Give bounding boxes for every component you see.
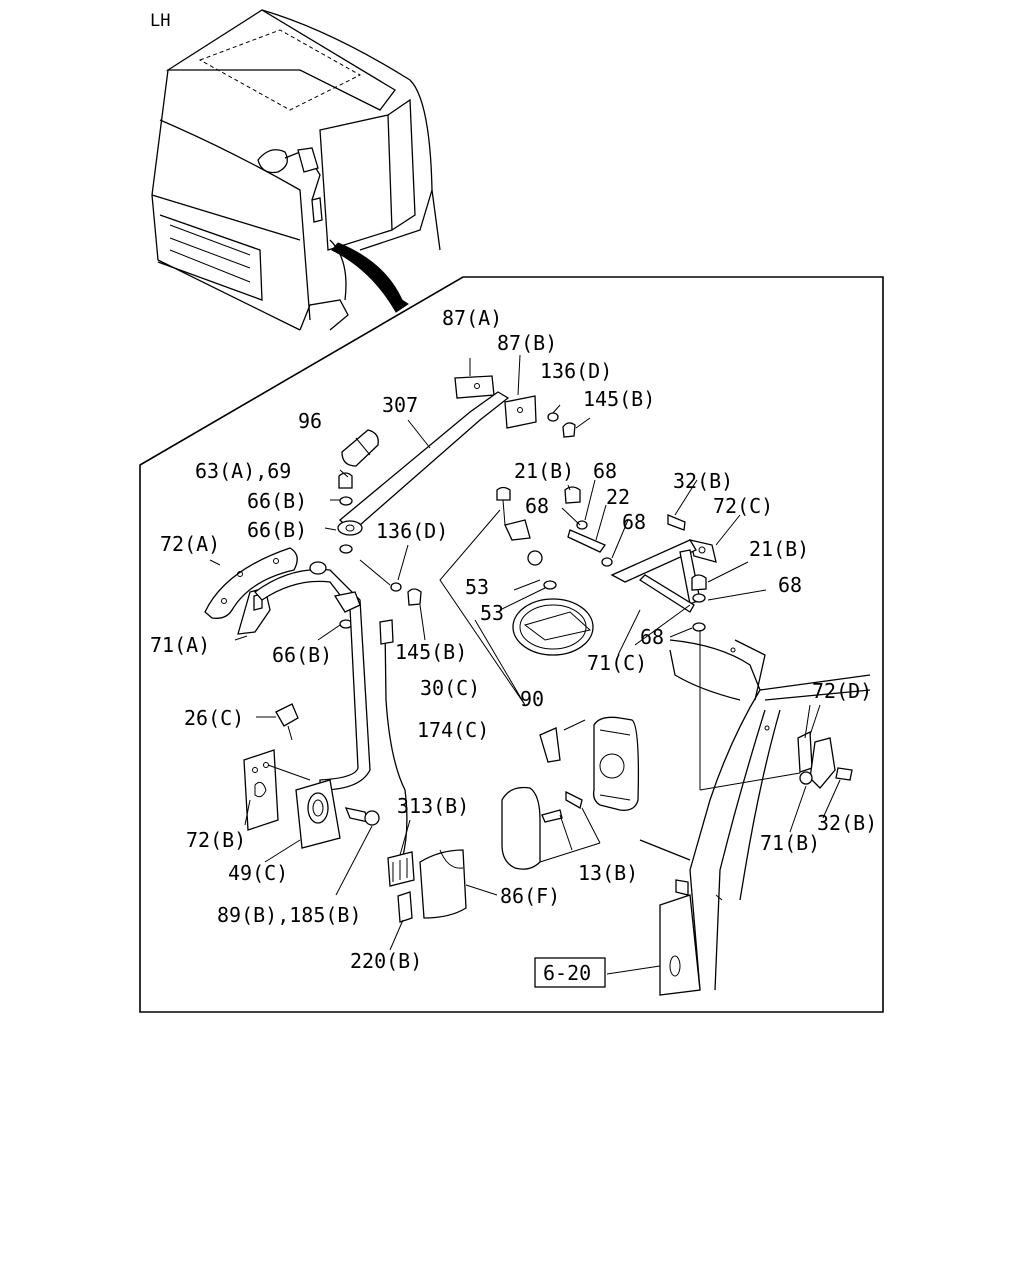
reference-label: 6-20 bbox=[543, 961, 591, 985]
label-13b: 13(B) bbox=[578, 861, 638, 885]
callout-labels: 87(A) 87(B) 136(D) 145(B) 307 96 63(A),6… bbox=[150, 306, 877, 988]
label-145b-top: 145(B) bbox=[583, 387, 655, 411]
label-71a: 71(A) bbox=[150, 633, 210, 657]
label-32b-bot: 32(B) bbox=[817, 811, 877, 835]
label-87b: 87(B) bbox=[497, 331, 557, 355]
label-66b-1: 66(B) bbox=[247, 489, 307, 513]
cab-side-stay-assembly bbox=[610, 514, 871, 996]
label-53-2: 53 bbox=[480, 601, 504, 625]
detail-frame bbox=[139, 276, 884, 1013]
label-68-1: 68 bbox=[593, 459, 617, 483]
label-72b: 72(B) bbox=[186, 828, 246, 852]
mirror-head-assembly bbox=[439, 486, 640, 870]
label-72d: 72(D) bbox=[812, 679, 872, 703]
mirror-stay-assembly bbox=[204, 354, 591, 923]
side-label: LH bbox=[150, 11, 170, 31]
label-21b-1: 21(B) bbox=[514, 459, 574, 483]
label-53-1: 53 bbox=[465, 575, 489, 599]
label-313b: 313(B) bbox=[397, 794, 469, 818]
label-68-3: 68 bbox=[622, 510, 646, 534]
label-136d-mid: 136(D) bbox=[376, 519, 448, 543]
label-96: 96 bbox=[298, 409, 322, 433]
truck-cab-illustration bbox=[151, 9, 441, 331]
reference-box bbox=[534, 957, 606, 988]
label-90: 90 bbox=[520, 687, 544, 711]
label-87a: 87(A) bbox=[442, 306, 502, 330]
label-63a-69: 63(A),69 bbox=[195, 459, 291, 483]
label-71b: 71(B) bbox=[760, 831, 820, 855]
label-145b-mid: 145(B) bbox=[395, 640, 467, 664]
label-136d-top: 136(D) bbox=[540, 359, 612, 383]
label-30c: 30(C) bbox=[420, 676, 480, 700]
label-89b-185b: 89(B),185(B) bbox=[217, 903, 362, 927]
label-21b-2: 21(B) bbox=[749, 537, 809, 561]
label-68-5: 68 bbox=[640, 625, 664, 649]
label-174c: 174(C) bbox=[417, 718, 489, 742]
label-26c: 26(C) bbox=[184, 706, 244, 730]
label-32b-top: 32(B) bbox=[673, 469, 733, 493]
label-68-4: 68 bbox=[778, 573, 802, 597]
label-22: 22 bbox=[606, 485, 630, 509]
label-68-2: 68 bbox=[525, 494, 549, 518]
label-307: 307 bbox=[382, 393, 418, 417]
label-220b: 220(B) bbox=[350, 949, 422, 973]
label-72a: 72(A) bbox=[160, 532, 220, 556]
label-71c: 71(C) bbox=[587, 651, 647, 675]
label-49c: 49(C) bbox=[228, 861, 288, 885]
leader-lines bbox=[209, 469, 841, 975]
label-66b-2: 66(B) bbox=[247, 518, 307, 542]
label-86f: 86(F) bbox=[500, 884, 560, 908]
label-72c: 72(C) bbox=[713, 494, 773, 518]
label-66b-3: 66(B) bbox=[272, 643, 332, 667]
